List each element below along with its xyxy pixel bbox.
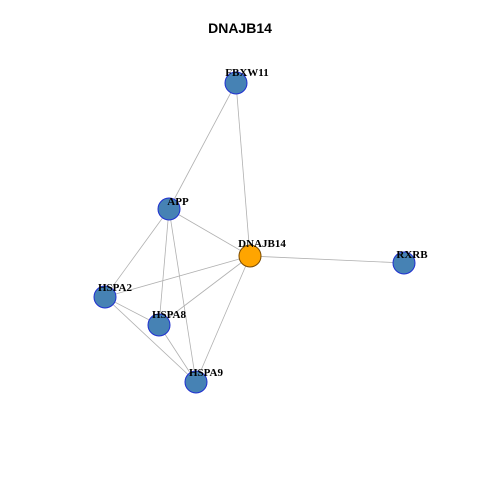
edge-app-hspa2: [104, 208, 170, 298]
node-hspa8: [147, 313, 171, 337]
node-label-dnajb14: DNAJB14: [238, 238, 286, 250]
edge-dnajb14-hspa8: [158, 255, 251, 326]
node-label-fbxw11: FBXW11: [225, 67, 268, 79]
edge-layer: [104, 82, 405, 383]
edge-app-hspa8: [158, 208, 170, 326]
node-label-app: APP: [167, 196, 189, 208]
edge-fbxw11-dnajb14: [235, 82, 251, 257]
node-label-hspa9: HSPA9: [189, 367, 224, 379]
node-label-hspa2: HSPA2: [98, 282, 133, 294]
node-app: [157, 197, 181, 221]
node-label-hspa8: HSPA8: [152, 309, 187, 321]
edge-dnajb14-hspa9: [195, 255, 251, 383]
node-rxrb: [392, 251, 416, 275]
node-hspa2: [93, 285, 117, 309]
edge-app-dnajb14: [168, 208, 251, 257]
edge-app-hspa9: [168, 208, 197, 383]
edge-fbxw11-app: [168, 82, 237, 210]
node-hspa9: [184, 370, 208, 394]
node-label-rxrb: RXRB: [396, 249, 428, 261]
diagram-title: DNAJB14: [208, 20, 272, 36]
edge-dnajb14-hspa2: [104, 255, 251, 298]
node-dnajb14: [238, 244, 262, 268]
edge-hspa2-hspa9: [104, 296, 197, 383]
edge-dnajb14-rxrb: [249, 255, 405, 264]
node-fbxw11: [224, 71, 248, 95]
